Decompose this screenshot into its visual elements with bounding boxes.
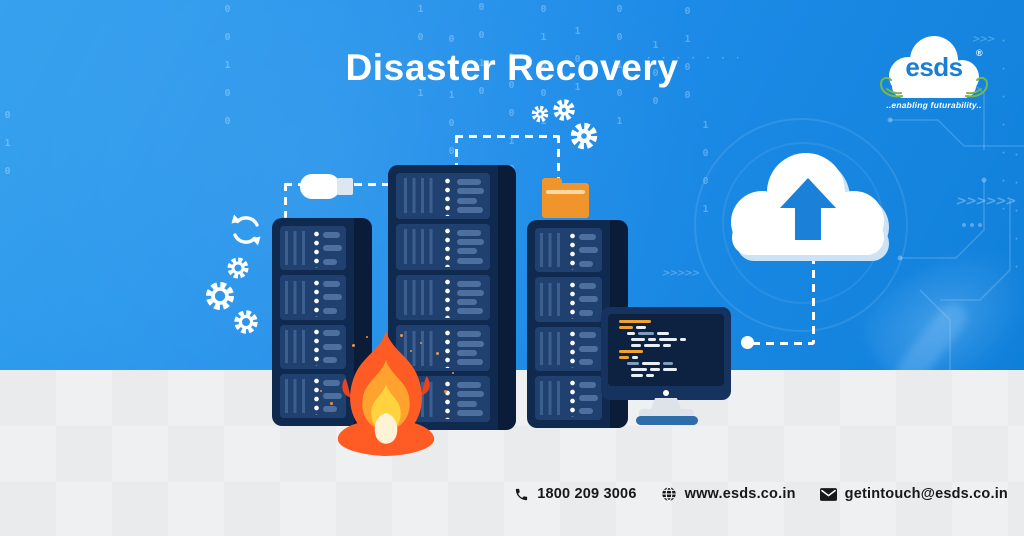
rack-unit (396, 223, 490, 270)
envelope-icon (819, 487, 837, 501)
binary-column: 0 0 1 0 (476, 2, 487, 100)
rack-unit (396, 274, 490, 321)
decor-ring-outer (694, 118, 908, 332)
spark-dot (410, 350, 412, 352)
server-rack-2 (388, 165, 516, 430)
logo-cloud-icon (879, 36, 989, 98)
binary-column: 1 0 0 1 (415, 4, 426, 102)
rack-unit (396, 325, 490, 372)
rack-unit (280, 373, 346, 418)
green-hands-icon (879, 76, 989, 98)
spark-dot (320, 390, 322, 392)
banner-title: Disaster Recovery (345, 47, 679, 88)
binary-column: 0 0 1 0 0 (222, 4, 233, 130)
rack-unit (280, 324, 346, 369)
rack-unit (535, 277, 602, 322)
logo-brand-text: esds (905, 52, 963, 82)
binary-column: 0 1 0 (2, 110, 13, 180)
contact-bar: 1800 209 3006 www.esds.co.in getintouch@… (514, 486, 1008, 502)
rack-unit (535, 228, 602, 273)
binary-column: 0 0 1 0 1 (614, 4, 625, 130)
binary-column: 0 1 1 0 0 1 (446, 34, 457, 188)
dashed-connector (284, 183, 287, 218)
contact-website: www.esds.co.in (661, 486, 796, 502)
email-address: getintouch@esds.co.in (844, 486, 1008, 502)
globe-icon (661, 486, 676, 502)
dashed-connector (455, 135, 458, 168)
dashed-connector (455, 135, 559, 138)
cloud-upload-icon (731, 153, 889, 261)
binary-column: 1 0 1 (572, 26, 583, 96)
logo-tagline: ..enabling futurability.. (886, 100, 982, 110)
rack-unit (535, 375, 602, 420)
binary-column: 1 0 0 1 0 (506, 52, 517, 178)
binary-column: 1 0 0 (650, 40, 661, 110)
spark-dot (400, 334, 403, 337)
gear-cluster-icon (206, 257, 258, 334)
esds-logo: esds ® ..enabling futurability.. (878, 30, 1010, 114)
rack-unit (280, 275, 346, 320)
monitor-screen (608, 314, 724, 386)
monitor-icon (601, 307, 731, 400)
contact-phone: 1800 209 3006 (514, 486, 636, 502)
spark-dot (366, 336, 368, 338)
rack-unit (535, 326, 602, 371)
dashed-connector (752, 342, 814, 345)
upload-arrow-icon (780, 178, 836, 240)
phone-icon (516, 488, 528, 500)
dots-column: · · · · · · · (998, 36, 1009, 218)
dots-column: · · · · · (1011, 150, 1022, 276)
spark-dot (452, 372, 454, 374)
website-url: www.esds.co.in (684, 486, 796, 502)
gear-cluster-icon (531, 99, 598, 150)
dots-row: · · · · · · · (646, 54, 743, 64)
monitor-stand-bar (636, 416, 698, 425)
spark-dot (352, 344, 355, 347)
chevron-arrows: >>>>> (660, 268, 701, 279)
usb-connector (337, 178, 353, 195)
monitor-stand-base (639, 409, 694, 418)
binary-column: 1 0 0 1 (700, 120, 711, 218)
usb-drive-icon (300, 174, 340, 199)
connector-endpoint-dot (741, 336, 754, 349)
refresh-icon (231, 214, 261, 246)
registered-mark: ® (976, 48, 983, 58)
spark-dot (420, 342, 422, 344)
dashed-connector (812, 256, 815, 344)
spark-dot (444, 390, 447, 393)
spark-dot (436, 352, 439, 355)
monitor-stand-neck (650, 398, 682, 411)
folder-icon (542, 178, 589, 218)
binary-column: 0 1 0 0 (682, 6, 693, 104)
phone-number: 1800 209 3006 (537, 486, 637, 502)
rack-unit (396, 173, 490, 219)
rack-unit (280, 226, 346, 271)
binary-column: 0 1 0 0 1 (538, 4, 549, 130)
fire-icon (337, 331, 435, 456)
spark-dot (330, 402, 333, 405)
dashed-connector (557, 135, 560, 185)
contact-email: getintouch@esds.co.in (819, 486, 1008, 502)
